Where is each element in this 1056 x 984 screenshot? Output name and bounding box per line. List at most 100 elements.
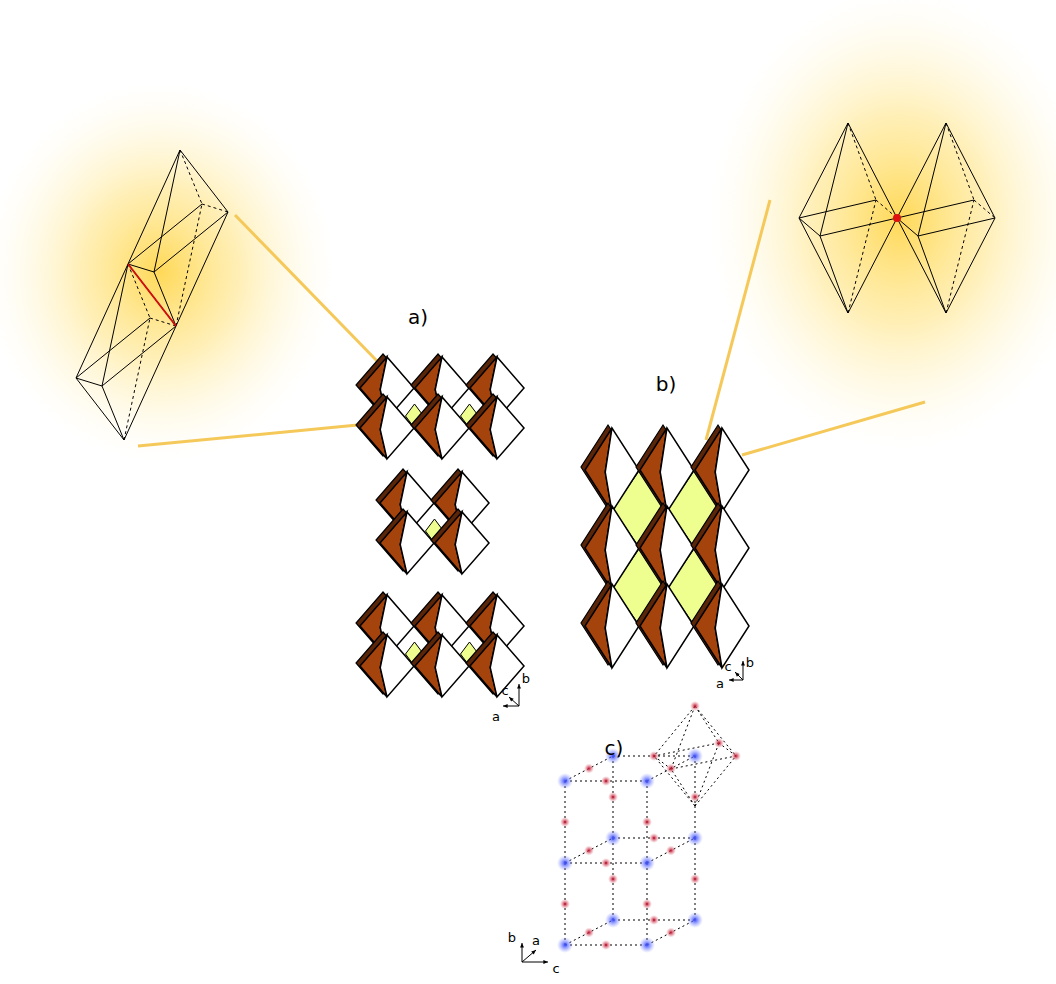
- anion-site: [649, 751, 659, 761]
- axis-arrowhead: [531, 950, 536, 954]
- octahedron-edge: [848, 218, 897, 313]
- octahedron-face: [490, 397, 524, 459]
- lattice-edge: [671, 756, 736, 769]
- cation-site: [639, 937, 655, 953]
- cation-site: [557, 855, 573, 871]
- axis-label: b: [508, 931, 516, 944]
- octahedron-edge: [76, 378, 102, 386]
- octahedron-edge: [799, 218, 848, 313]
- octahedron-edge: [820, 123, 848, 236]
- octahedron-edge: [799, 123, 848, 218]
- octahedron-edge: [76, 378, 124, 440]
- octahedron-edge: [799, 200, 876, 218]
- octahedron-edge: [848, 123, 897, 218]
- octahedron-edge: [176, 212, 228, 326]
- anion-site: [714, 738, 724, 748]
- octahedron-edge: [820, 236, 848, 313]
- lattice-edge: [695, 706, 719, 743]
- octahedron-face: [605, 506, 639, 590]
- axis-label: b: [746, 656, 754, 669]
- shared-corner: [893, 214, 901, 222]
- cation-site: [605, 912, 621, 928]
- axis-label: b: [522, 672, 530, 685]
- octahedron-face: [715, 584, 749, 668]
- axis-arrow: [735, 672, 743, 680]
- anion-site: [601, 776, 611, 786]
- anion-site: [666, 846, 676, 856]
- axis-label: c: [552, 962, 559, 975]
- panel-label: a): [408, 307, 428, 327]
- cation-site: [687, 748, 703, 764]
- cation-site: [557, 773, 573, 789]
- anion-site: [690, 701, 700, 711]
- lattice-edge: [654, 756, 695, 806]
- axis-arrowhead: [503, 704, 508, 708]
- lattice-edge: [695, 706, 736, 756]
- octahedron-face: [380, 397, 414, 459]
- octahedron-edge: [897, 218, 946, 313]
- axis-label: c: [501, 684, 508, 697]
- zoom-leader: [235, 215, 378, 362]
- octahedron-edge: [848, 123, 876, 200]
- anion-site: [666, 764, 676, 774]
- anion-site: [584, 846, 594, 856]
- octahedron-face: [455, 512, 489, 574]
- anion-site: [601, 940, 611, 950]
- anion-site: [584, 764, 594, 774]
- octahedron-edge: [128, 264, 176, 326]
- axis-arrowhead: [517, 684, 521, 689]
- anion-site: [608, 792, 618, 802]
- cation-site: [639, 773, 655, 789]
- axis-arrowhead: [735, 672, 740, 677]
- octahedron-edge: [102, 264, 128, 386]
- axis-arrow: [509, 697, 519, 706]
- axis-arrow: [522, 950, 536, 962]
- octahedron-face: [660, 584, 694, 668]
- anion-site: [601, 858, 611, 868]
- octahedron-edge: [124, 318, 150, 440]
- zoom-leader: [706, 200, 770, 440]
- octahedron-edge: [918, 236, 946, 313]
- zoom-leader: [138, 424, 368, 446]
- shared-edge: [128, 264, 176, 326]
- octahedron-edge: [180, 150, 228, 212]
- zoom-leader: [742, 402, 925, 455]
- octahedron-edge: [974, 200, 995, 218]
- octahedron-edge: [154, 150, 180, 272]
- octahedron-edge: [897, 123, 946, 218]
- anion-site: [608, 874, 618, 884]
- octahedron-edge: [918, 123, 946, 236]
- panel-label: b): [656, 374, 677, 394]
- cation-site: [687, 830, 703, 846]
- octahedron-face: [605, 428, 639, 512]
- octahedron-edge: [897, 200, 974, 218]
- octahedron-face: [715, 428, 749, 512]
- anion-site: [584, 928, 594, 938]
- axis-arrowhead: [543, 960, 548, 964]
- cation-site: [687, 912, 703, 928]
- axis-label: a: [532, 934, 540, 947]
- octahedron-edge: [180, 150, 202, 204]
- lattice-edge: [654, 743, 719, 756]
- anion-site: [642, 817, 652, 827]
- octahedron-edge: [76, 264, 128, 378]
- anion-site: [642, 899, 652, 909]
- octahedron-edge: [128, 264, 150, 318]
- octahedron-edge: [946, 123, 974, 200]
- octahedron-edge: [124, 326, 176, 440]
- octahedron-edge: [848, 200, 876, 313]
- highlight-glow: [0, 82, 335, 462]
- octahedron-edge: [876, 200, 897, 218]
- axis-arrowhead: [729, 678, 734, 682]
- octahedron-edge: [176, 204, 202, 326]
- anion-site: [649, 833, 659, 843]
- octahedron-edge: [946, 123, 995, 218]
- axis-arrowhead: [741, 661, 745, 666]
- octahedron-face: [400, 512, 434, 574]
- octahedron-edge: [128, 150, 180, 264]
- cation-site: [557, 937, 573, 953]
- octahedron-face: [715, 506, 749, 590]
- cation-site: [639, 855, 655, 871]
- octahedron-edge: [128, 264, 176, 326]
